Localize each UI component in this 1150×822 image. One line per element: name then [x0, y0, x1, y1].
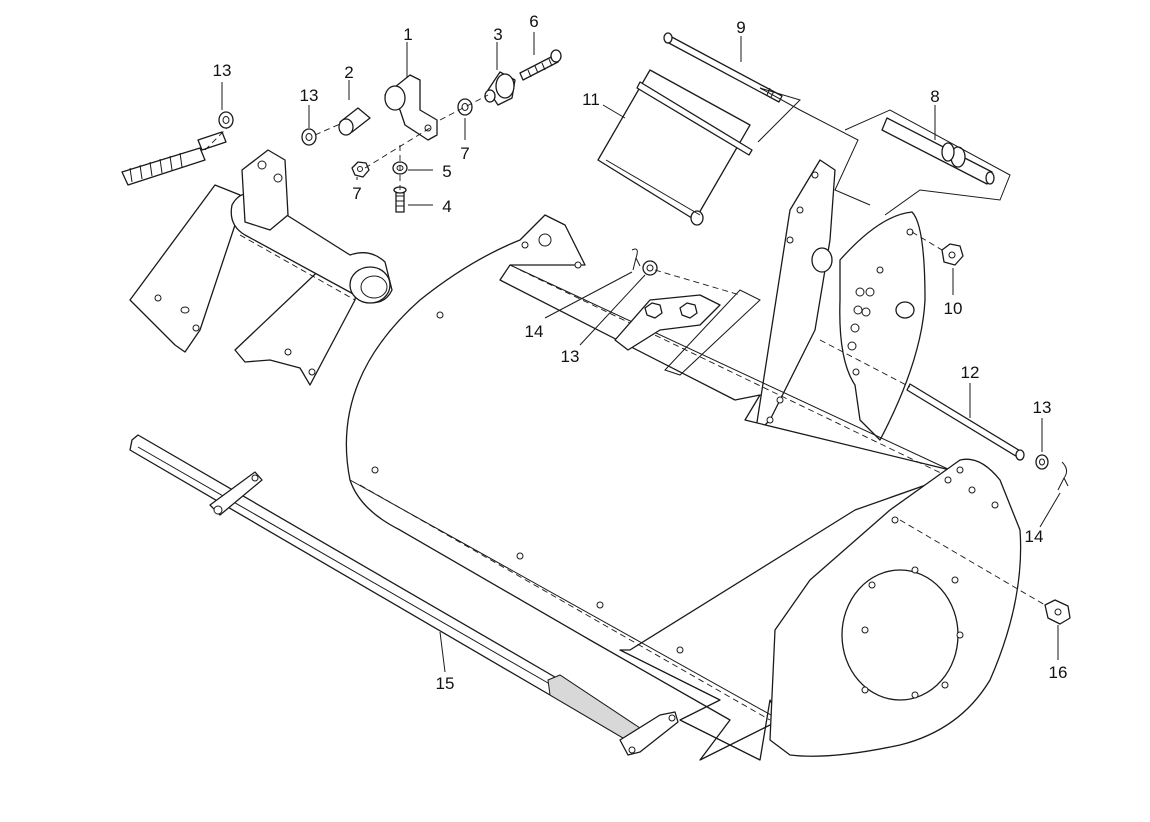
callout-13a: 13 [213, 61, 232, 80]
callout-14a: 14 [525, 322, 544, 341]
callout-1: 1 [403, 25, 412, 44]
pin-8 [881, 117, 995, 185]
callout-15: 15 [436, 674, 455, 693]
callout-16: 16 [1049, 663, 1068, 682]
callout-4: 4 [442, 197, 451, 216]
callout-12: 12 [961, 363, 980, 382]
callout-6: 6 [529, 12, 538, 31]
clip-14-middle [631, 248, 641, 271]
callout-5: 5 [442, 162, 451, 181]
callout-10: 10 [944, 299, 963, 318]
center-bracket [614, 289, 761, 376]
bolt-16 [1044, 599, 1071, 625]
bolt-4 [393, 186, 407, 213]
rubber-mount-3 [484, 71, 516, 106]
adjustment-plate [839, 211, 926, 441]
leader-lines [221, 32, 1061, 673]
bracket-1 [384, 74, 438, 141]
callout-2: 2 [344, 63, 353, 82]
tube-15 [129, 434, 679, 756]
right-end-plate [769, 458, 1022, 757]
cover-plate-11 [597, 69, 753, 226]
right-side-plate [754, 159, 836, 436]
nut-7-upper [457, 98, 473, 116]
rod-9 [663, 32, 783, 103]
spring-bolt [121, 124, 231, 186]
callout-8: 8 [930, 87, 939, 106]
left-hinge-bracket [129, 149, 393, 386]
callout-14b: 14 [1025, 527, 1044, 546]
callout-11: 11 [582, 90, 600, 109]
clip-14-right [1057, 461, 1069, 491]
callout-13c: 13 [561, 347, 580, 366]
bolt-6 [519, 49, 562, 81]
rod-12 [906, 383, 1025, 461]
nut-10 [941, 243, 964, 266]
callout-7b: 7 [352, 184, 361, 203]
main-housing [345, 214, 951, 761]
callout-7a: 7 [460, 144, 469, 163]
callout-9: 9 [736, 18, 745, 37]
nut-7-lower [351, 161, 370, 178]
callout-3: 3 [493, 25, 502, 44]
callout-13d: 13 [1033, 398, 1052, 417]
callout-13b: 13 [300, 86, 319, 105]
callout-labels: 1 2 3 4 5 6 7 7 8 9 10 11 12 13 13 13 13… [213, 12, 1068, 693]
bushing-2 [338, 107, 371, 136]
